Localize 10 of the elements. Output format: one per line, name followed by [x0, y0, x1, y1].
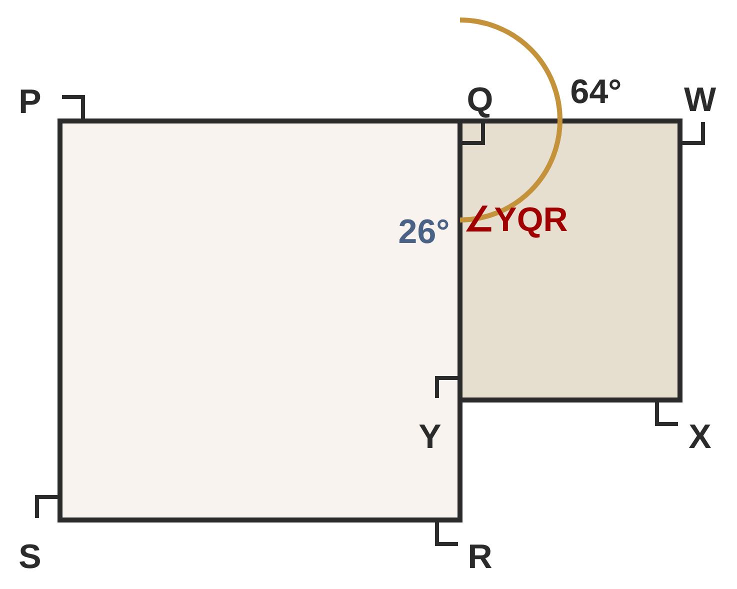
vertex-label: R	[468, 540, 492, 574]
vertex-label: W	[684, 83, 716, 117]
vertex-label: Q	[466, 83, 494, 117]
angle-measure: 64°	[570, 75, 622, 109]
vertex-label: P	[18, 85, 42, 119]
vertex-label: X	[688, 420, 712, 454]
vertex-label: Y	[418, 420, 442, 454]
angle-measure: 26°	[398, 215, 450, 249]
angle-name: ∠YQR	[464, 203, 568, 237]
vertex-label: S	[18, 540, 42, 574]
